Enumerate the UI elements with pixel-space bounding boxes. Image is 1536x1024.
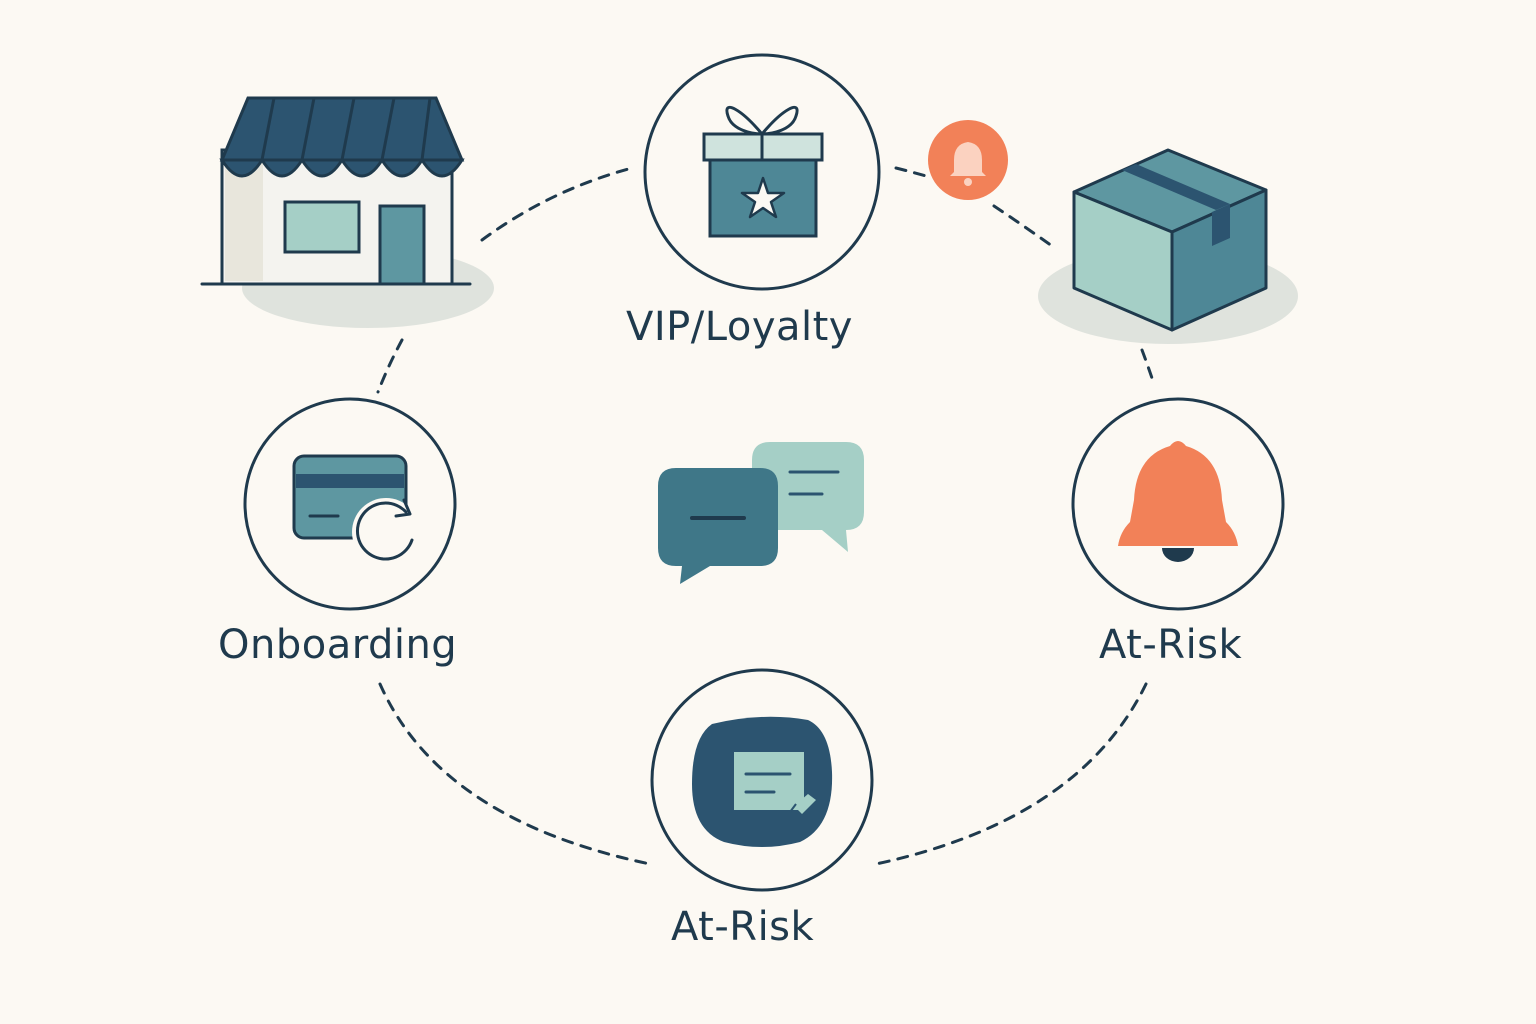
- gift-icon: [702, 105, 824, 238]
- bell-icon: [1118, 441, 1238, 562]
- connector-onboarding-bottom: [378, 682, 652, 866]
- connector-arcs: [376, 166, 1156, 866]
- vip-node[interactable]: [643, 53, 881, 291]
- message-note-icon: [692, 716, 833, 847]
- onboarding-node[interactable]: [243, 397, 457, 611]
- credit-card-refresh-icon: [292, 454, 420, 566]
- chat-bubbles-icon: [658, 442, 864, 584]
- connector-package-atrisk: [1140, 348, 1156, 386]
- package-box-icon: [1038, 148, 1298, 344]
- vip-loyalty-label: VIP/Loyalty: [626, 304, 853, 350]
- connector-store-onboarding: [376, 338, 404, 394]
- at-risk-message-node[interactable]: [650, 668, 874, 892]
- connector-store-vip: [480, 166, 634, 242]
- notification-bell-icon: [928, 120, 1008, 200]
- storefront-icon: [200, 96, 494, 328]
- at-risk-right-label: At-Risk: [1099, 622, 1243, 668]
- at-risk-bottom-label: At-Risk: [671, 904, 815, 950]
- connector-atrisk-bottom: [874, 682, 1148, 866]
- connector-vip-notification: [894, 166, 928, 178]
- connector-notification-package: [992, 204, 1054, 248]
- at-risk-bell-node[interactable]: [1071, 397, 1285, 611]
- onboarding-label: Onboarding: [218, 622, 458, 668]
